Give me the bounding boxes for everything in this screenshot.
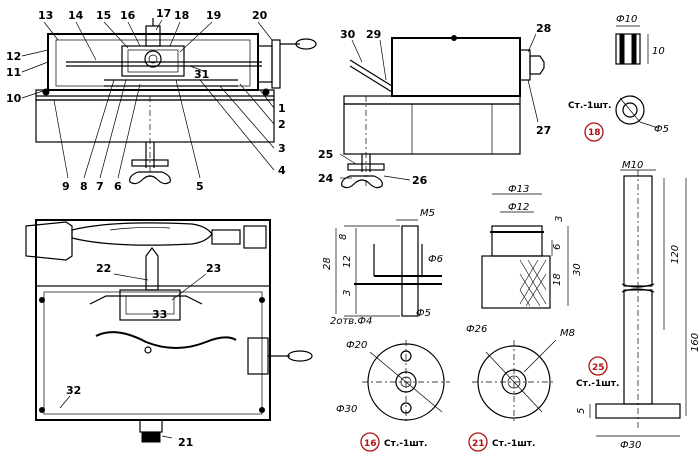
callout-32: 32 [66,384,81,397]
callout-29: 29 [366,28,381,41]
part-25-thread: М10 [622,160,643,171]
part-16-thread: М5 [420,208,435,219]
part-25-number: 25 [592,363,605,373]
part-18-qty: Ст.-1шт. [568,101,611,111]
part-25-base-h: 5 [576,408,587,414]
part-21-dim-18: 18 [552,273,563,286]
callout-9: 9 [62,180,70,193]
part-16-drawing: М5 8 28 12 3 Ф6 Ф5 2отв.Ф4 Ф20 Ф30 16 Ст… [322,208,450,452]
callout-2: 2 [278,118,286,131]
part-16-qty: Ст.-1шт. [384,439,427,449]
part-21-thread: М8 [560,328,575,339]
part-16-dim-28: 28 [322,257,333,270]
part-16-dia-outer: Ф30 [336,404,357,415]
callout-8: 8 [80,180,88,193]
part-18-height: 10 [652,46,665,57]
callout-33: 33 [152,308,167,321]
part-21-number: 21 [472,439,485,449]
callout-10: 10 [6,92,22,105]
part-16-dim-3: 3 [342,290,353,296]
part-16-holes: 2отв.Ф4 [330,316,372,327]
callout-24: 24 [318,172,334,185]
part-18-number-circle [584,122,604,142]
part-16-number-circle [360,432,380,452]
callout-30: 30 [340,28,356,41]
part-16-dim-8: 8 [338,234,349,240]
callout-18: 18 [174,9,189,22]
callout-13: 13 [38,9,53,22]
callout-1: 1 [278,102,286,115]
callout-16: 16 [120,9,136,22]
part-21-dia-shank: Ф12 [508,202,529,213]
part-16-dim-12: 12 [342,255,353,268]
part-21-dim-3: 3 [554,216,565,222]
callout-31: 31 [194,68,209,81]
callout-25: 25 [318,148,333,161]
part-21-qty: Ст.-1шт. [492,439,535,449]
callout-20: 20 [252,9,268,22]
callout-23: 23 [206,262,221,275]
part-25-number-circle [588,356,608,376]
callout-22: 22 [96,262,111,275]
callout-19: 19 [206,9,221,22]
callout-3: 3 [278,142,286,155]
front-view-assembly: 13 14 15 16 17 18 19 20 12 11 10 31 1 2 … [6,7,317,193]
callout-27: 27 [536,124,551,137]
callout-15: 15 [96,9,111,22]
callout-28: 28 [536,22,551,35]
part-16-dia-shaft: Ф6 [428,254,443,265]
part-25-len1: 120 [670,245,681,264]
side-view-assembly: 30 29 28 27 25 24 26 [318,22,551,189]
part-16-dia-pin: Ф5 [416,308,431,319]
part-16-dia-mid: Ф20 [346,340,367,351]
part-18-number: 18 [588,128,601,138]
part-25-base-dia: Ф30 [620,440,641,451]
part-21-dim-6: 6 [552,244,563,250]
callout-4: 4 [278,164,286,177]
part-18-drawing: Ф10 10 Ф5 Ст.-1шт. 18 [568,14,669,142]
part-21-drawing: Ф13 Ф12 3 6 30 18 Ф26 М8 21 Ст.-1шт. [466,184,583,452]
part-21-knurl-hatch [519,259,547,307]
callout-26: 26 [412,174,428,187]
part-25-qty: Ст.-1шт. [576,379,619,389]
part-21-dim-30: 30 [572,263,583,276]
part-16-number: 16 [364,439,377,449]
part-21-number-circle [468,432,488,452]
part-18-dia-outer: Ф10 [616,14,637,25]
part-25-len2: 160 [690,333,700,352]
callout-11: 11 [6,66,21,79]
part-21-dia-outer: Ф26 [466,324,487,335]
callout-14: 14 [68,9,84,22]
part-25-drawing: М10 120 160 5 Ф30 25 Ст.-1шт. [576,160,700,451]
callout-12: 12 [6,50,21,63]
callout-17: 17 [156,7,171,20]
callout-7: 7 [96,180,104,193]
callout-21: 21 [178,436,193,449]
callout-5: 5 [196,180,204,193]
callout-leaders [21,19,275,179]
callout-6: 6 [114,180,122,193]
top-view-assembly: 22 23 33 32 21 [25,219,313,449]
part-21-dia-top: Ф13 [508,184,529,195]
part-18-dia-hole: Ф5 [654,124,669,135]
